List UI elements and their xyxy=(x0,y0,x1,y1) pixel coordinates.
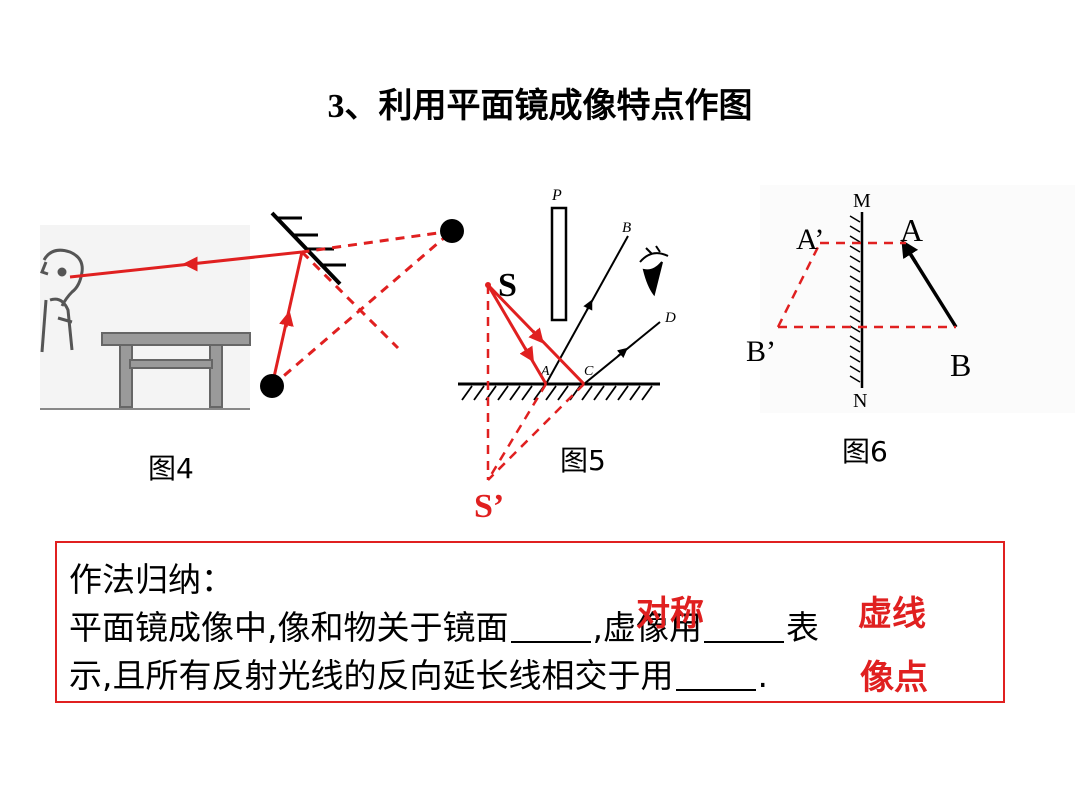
person-icon xyxy=(40,248,84,353)
fig5-construction-lines xyxy=(486,285,585,481)
fig5-label-s: S xyxy=(498,267,517,304)
fig5-label-a: A xyxy=(540,364,550,379)
fig6-label-a-image: A’ xyxy=(796,223,824,256)
fig5-mirror xyxy=(458,382,660,401)
fig6-image-construction xyxy=(776,241,956,329)
fig5-label-d: D xyxy=(664,310,676,326)
fig5-label-b: B xyxy=(622,220,631,236)
fig5-label-c: C xyxy=(584,364,594,379)
fig6-label-n: N xyxy=(853,390,867,412)
summary-line3-part2: . xyxy=(757,656,769,695)
summary-line3-part1: 示,且所有反射光线的反向延长线相交于用 xyxy=(69,656,674,695)
fig6-background xyxy=(760,185,1075,413)
summary-line2-part2: ,虚像用 xyxy=(592,608,703,647)
summary-heading: 作法归纳： xyxy=(69,560,234,599)
summary-line2-part1: 平面镜成像中,像和物关于镜面 xyxy=(69,608,509,647)
blank-image-point xyxy=(675,659,756,691)
fig5-label-s-image: S’ xyxy=(474,488,504,525)
summary-line-3: 示,且所有反射光线的反向延长线相交于用. xyxy=(69,649,768,697)
fig6-label-b-image: B’ xyxy=(746,335,776,368)
fig4-rays xyxy=(69,229,453,388)
fig6-label-m: M xyxy=(853,190,871,212)
title-text: 、利用平面镜成像特点作图 xyxy=(344,86,753,126)
title-number: 3 xyxy=(327,88,345,125)
fig5-label-p: P xyxy=(551,187,562,204)
fig6-object xyxy=(901,239,958,328)
table-icon xyxy=(101,332,251,408)
fig5-caption: 图5 xyxy=(560,444,606,477)
summary-line-2: 平面镜成像中,像和物关于镜面 ,虚像用 表 xyxy=(69,601,819,649)
slide-title: 3、利用平面镜成像特点作图 xyxy=(0,78,1080,127)
fig6-label-a: A xyxy=(900,212,923,248)
figure-6: M N A B A’ B’ 图6 xyxy=(746,185,1075,468)
fig4-object-dot xyxy=(440,219,464,243)
eye-icon xyxy=(639,245,669,297)
fig6-caption: 图6 xyxy=(842,435,888,468)
figure-5: P B D A C xyxy=(458,187,676,525)
blank-symmetry xyxy=(510,611,591,643)
summary-box: 作法归纳： 平面镜成像中,像和物关于镜面 ,虚像用 表 示,且所有反射光线的反向延长… xyxy=(55,541,1005,703)
blank-dashed-line xyxy=(704,611,784,643)
fig4-mirror xyxy=(270,211,346,286)
summary-line2-part3: 表 xyxy=(786,608,819,647)
fig6-mirror xyxy=(849,212,864,388)
fig4-caption: 图4 xyxy=(148,452,194,485)
answer-dashed-line: 虚线 xyxy=(858,594,926,634)
fig4-eye-dot xyxy=(260,374,284,398)
fig6-label-b: B xyxy=(950,347,971,383)
answer-symmetry: 对称 xyxy=(636,594,704,634)
screen-p xyxy=(550,206,568,322)
figure-4: 图4 xyxy=(40,211,464,485)
fig5-incident-rays xyxy=(486,283,586,386)
answer-image-point: 像点 xyxy=(860,658,928,698)
